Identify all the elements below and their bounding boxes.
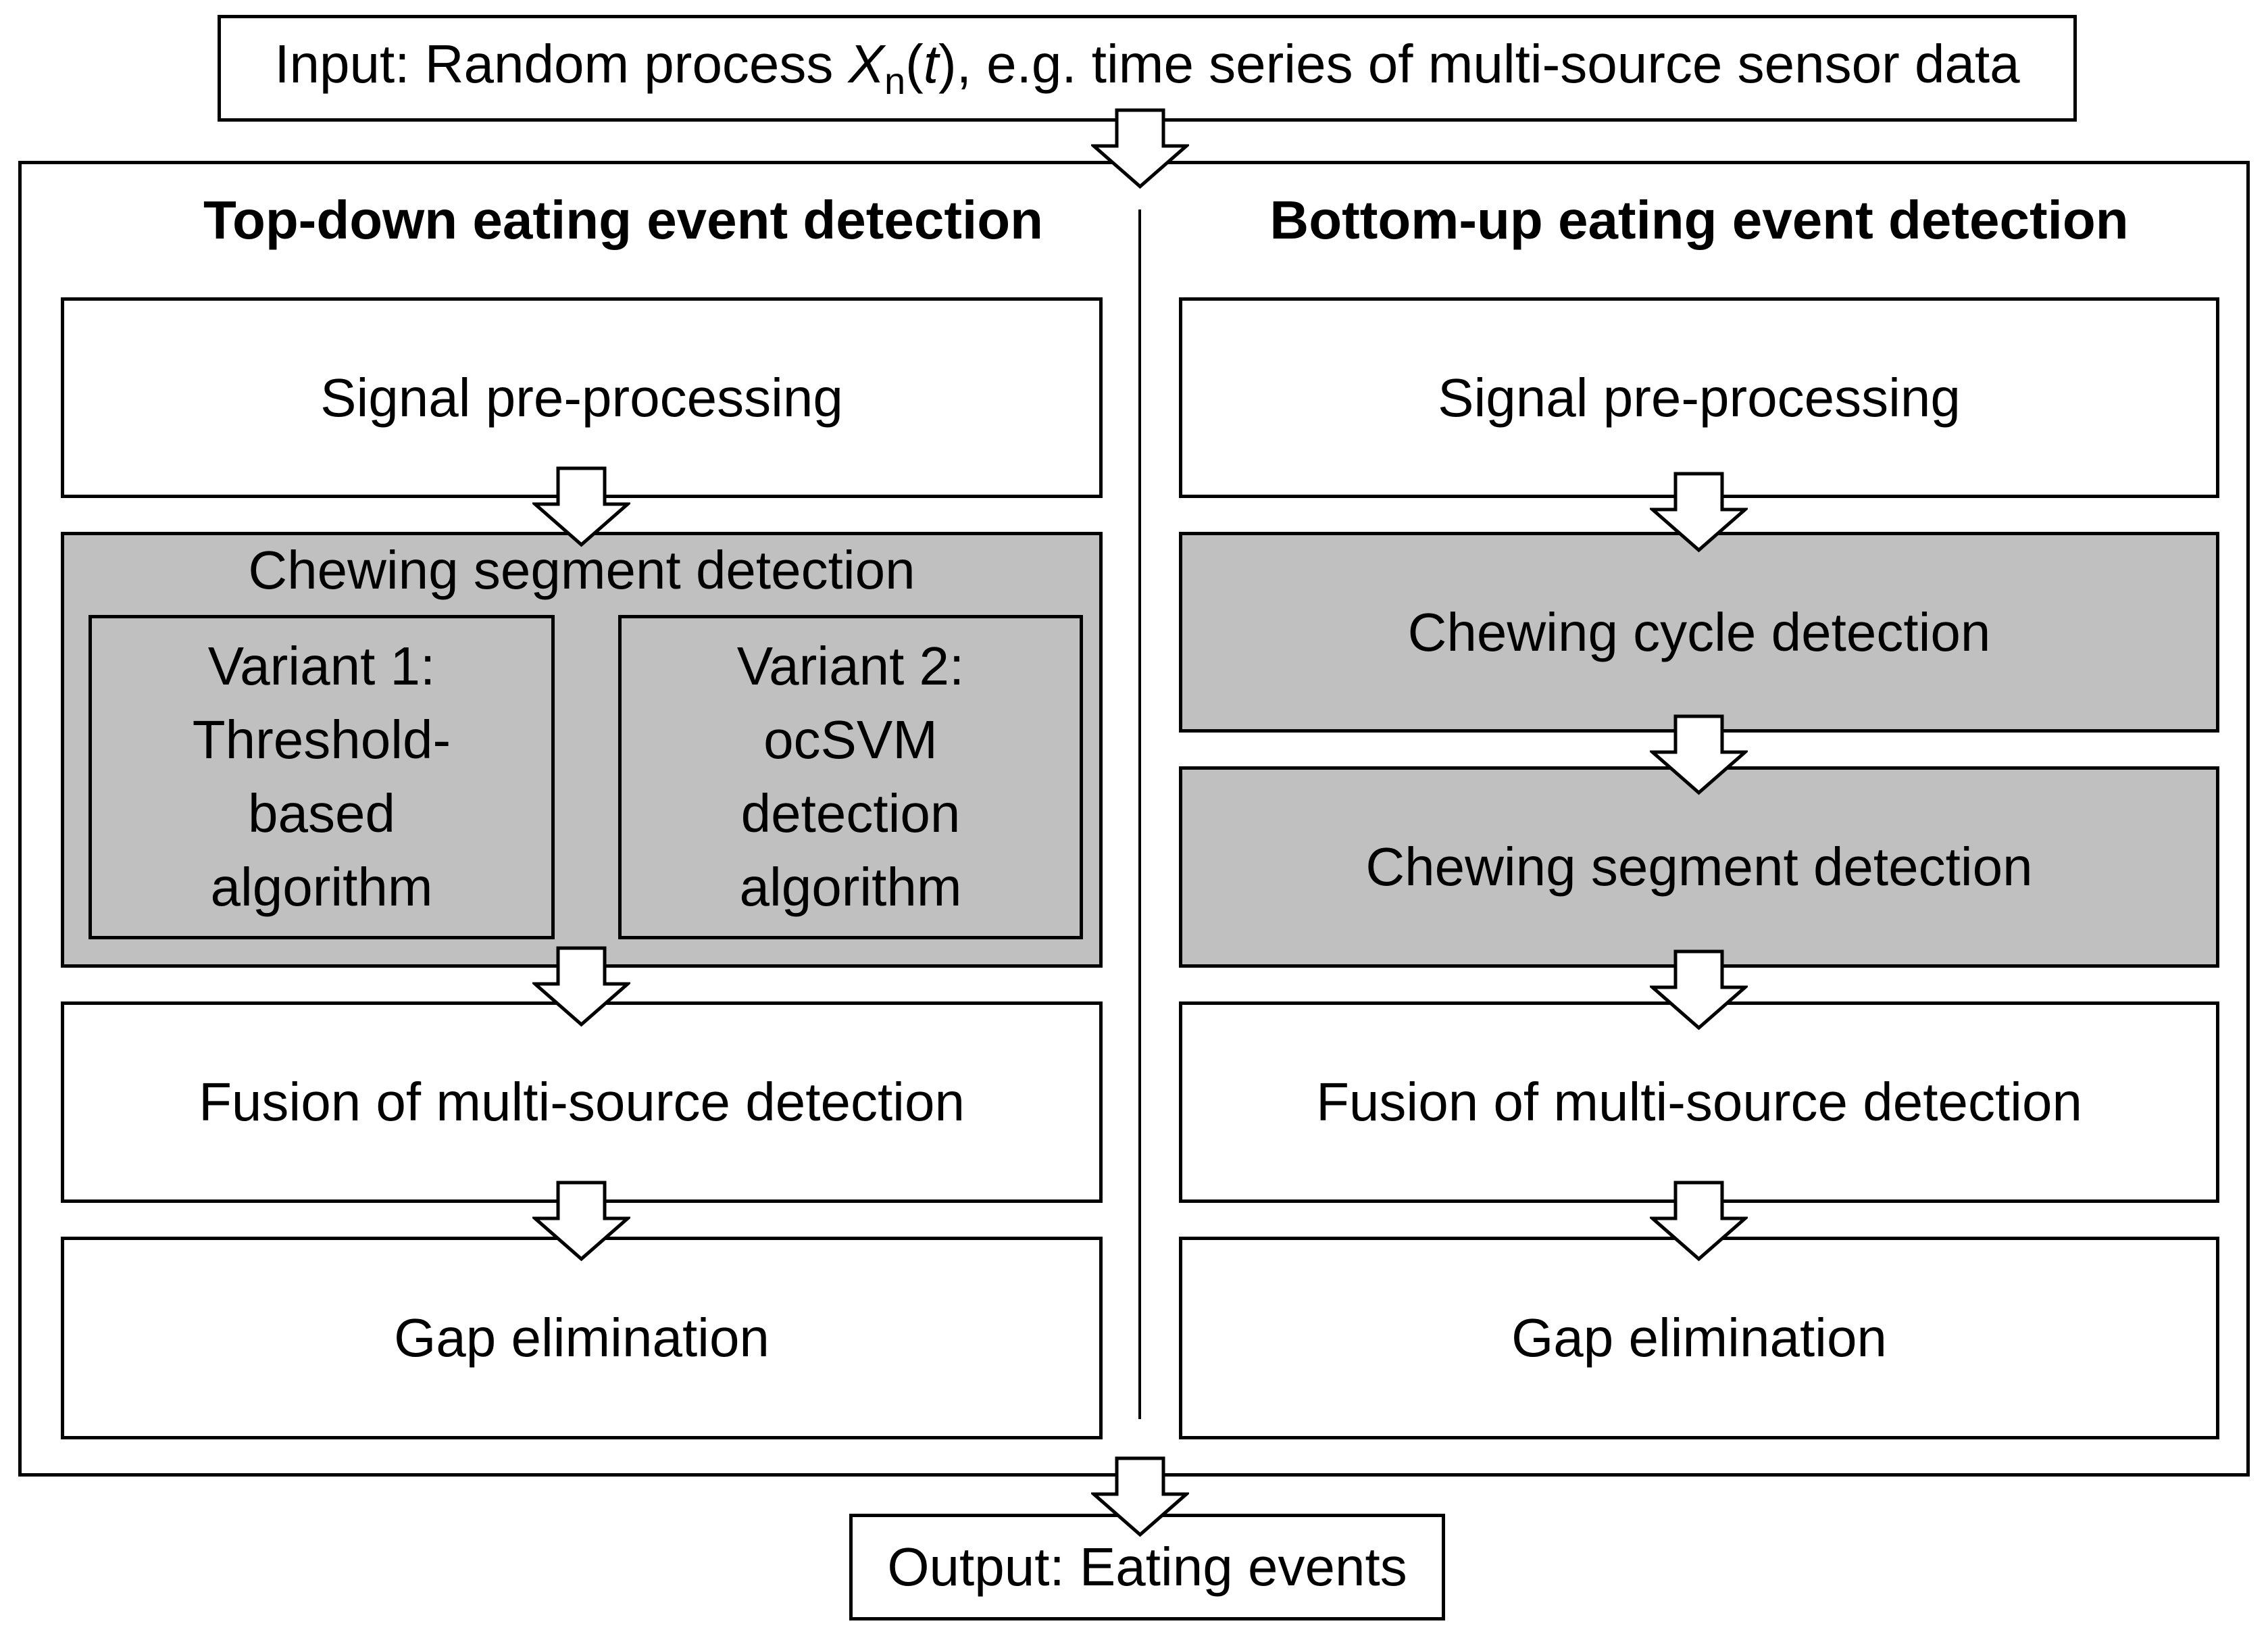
arrow-right-2 [1650, 714, 1748, 795]
right-cycle-box: Chewing cycle detection [1179, 532, 2219, 733]
right-fusion-box: Fusion of multi-source detection [1179, 1001, 2219, 1203]
arrow-left-3 [532, 1181, 630, 1262]
right-segment-label: Chewing segment detection [1365, 837, 2033, 897]
variant-2-box: Variant 2: ocSVM detection algorithm [618, 615, 1083, 939]
left-gap-box: Gap elimination [61, 1237, 1103, 1439]
left-fusion-box: Fusion of multi-source detection [61, 1001, 1103, 1203]
input-subscript: n [884, 59, 906, 103]
input-paren-open: ( [905, 34, 924, 95]
left-preprocessing-label: Signal pre-processing [320, 367, 843, 428]
variant-1-label: Variant 1: Threshold- based algorithm [192, 636, 451, 917]
input-suffix: ), e.g. time series of multi-source sens… [938, 34, 2020, 95]
left-fusion-label: Fusion of multi-source detection [199, 1072, 965, 1132]
input-text: Input: Random process Xn(t), e.g. time s… [274, 34, 2020, 103]
output-box: Output: Eating events [849, 1514, 1445, 1620]
arrow-right-4 [1650, 1181, 1748, 1262]
input-argument: t [923, 34, 939, 95]
input-box: Input: Random process Xn(t), e.g. time s… [218, 15, 2077, 122]
arrow-left-2 [532, 946, 630, 1027]
column-divider [1138, 209, 1141, 1419]
left-segment-title: Chewing segment detection [248, 540, 915, 600]
left-preprocessing-box: Signal pre-processing [61, 297, 1103, 498]
arrow-left-1 [532, 466, 630, 547]
right-fusion-label: Fusion of multi-source detection [1316, 1072, 2082, 1132]
arrow-input-to-container [1091, 108, 1189, 189]
arrow-right-1 [1650, 472, 1748, 553]
top-down-title: Top-down eating event detection [203, 190, 1043, 250]
left-gap-label: Gap elimination [394, 1308, 770, 1368]
right-segment-box: Chewing segment detection [1179, 766, 2219, 968]
variant-1-box: Variant 1: Threshold- based algorithm [89, 615, 555, 939]
right-preprocessing-label: Signal pre-processing [1438, 367, 1961, 428]
input-variable: X [848, 34, 885, 95]
input-prefix: Input: Random process [274, 34, 849, 95]
right-gap-box: Gap elimination [1179, 1237, 2219, 1439]
output-label: Output: Eating events [887, 1537, 1407, 1597]
arrow-right-3 [1650, 949, 1748, 1031]
left-segment-detection-box: Chewing segment detection Variant 1: Thr… [61, 532, 1103, 968]
bottom-up-title: Bottom-up eating event detection [1269, 190, 2129, 250]
right-preprocessing-box: Signal pre-processing [1179, 297, 2219, 498]
variant-2-label: Variant 2: ocSVM detection algorithm [736, 636, 965, 917]
right-cycle-label: Chewing cycle detection [1407, 601, 1991, 662]
right-gap-label: Gap elimination [1511, 1308, 1887, 1368]
arrow-container-to-output [1091, 1456, 1189, 1537]
